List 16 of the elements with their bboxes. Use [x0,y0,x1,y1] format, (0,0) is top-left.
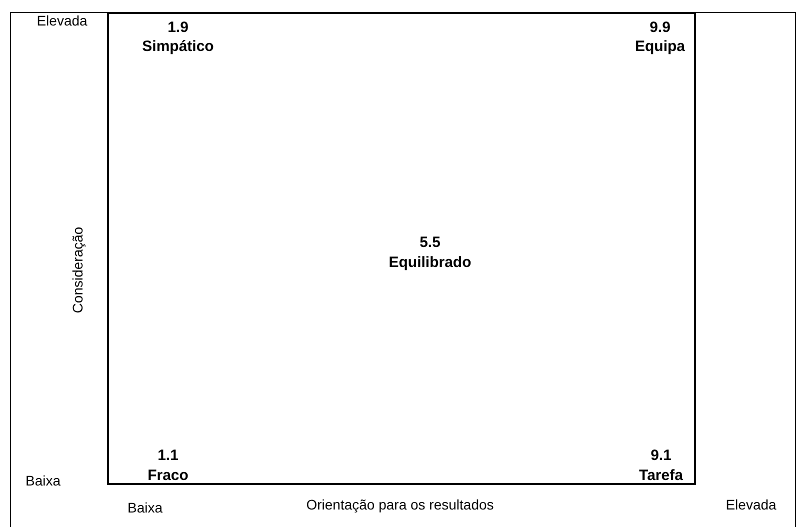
axis-title: Consideração [70,226,86,314]
style-name: Tarefa [639,468,683,484]
axis-tick-label: Elevada [36,13,88,29]
axis-tick-label: Elevada [726,497,776,513]
axis-tick-label: Baixa [25,473,61,489]
style-name: Equipa [635,38,685,56]
grid-score: 1.9 [168,20,188,36]
grid-score: 5.5 [420,234,440,252]
grid-score: 9.9 [650,20,670,36]
axis-tick-label: Baixa [127,500,163,516]
style-name: Fraco [148,468,188,484]
style-name: Simpático [142,38,214,56]
grid-score: 9.1 [650,448,672,464]
axis-title: Orientação para os resultados [306,497,494,513]
grid-score: 1.1 [158,448,178,464]
style-name: Equilibrado [388,254,472,272]
